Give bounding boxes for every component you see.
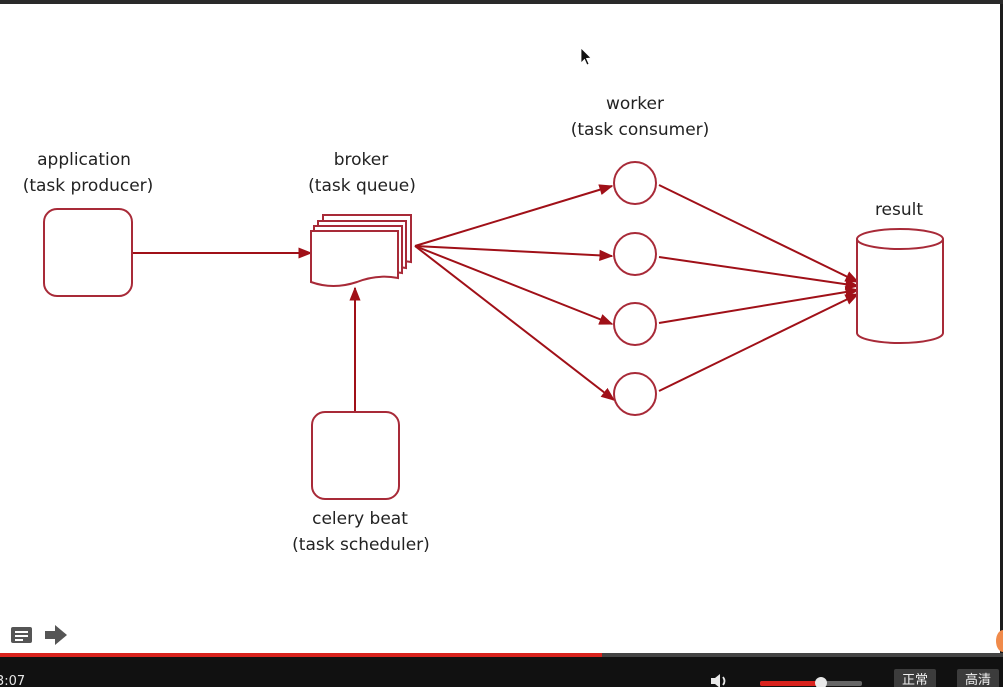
edges	[132, 184, 860, 412]
worker-sublabel: (task consumer)	[571, 120, 710, 140]
result-cylinder-top	[856, 228, 944, 250]
edge-broker-to-worker-3	[414, 245, 614, 325]
volume-icon[interactable]	[710, 673, 730, 687]
arrow-right-icon[interactable]	[44, 624, 68, 646]
edge-broker-to-worker-1	[414, 184, 614, 247]
worker-label: worker	[606, 94, 664, 114]
broker-label: broker	[334, 150, 389, 170]
application-sublabel: (task producer)	[23, 176, 154, 196]
edge-worker-2-to-result	[658, 256, 860, 290]
cursor-icon	[580, 47, 592, 66]
edge-worker-3-to-result	[658, 286, 860, 324]
edge-broker-to-worker-2	[414, 245, 614, 261]
broker-node: broker (task queue)	[308, 150, 416, 287]
result-label: result	[875, 200, 923, 220]
celery-architecture-diagram: application (task producer) broker (task…	[23, 47, 944, 555]
worker-circle-1	[613, 161, 657, 205]
edge-broker-to-worker-4	[414, 245, 616, 401]
worker-nodes: worker (task consumer)	[571, 94, 710, 416]
right-border	[1000, 4, 1003, 654]
result-node: result	[856, 200, 944, 344]
volume-fill	[760, 681, 822, 686]
edge-worker-1-to-result	[658, 184, 860, 283]
progress-track[interactable]	[0, 653, 1003, 657]
top-border	[0, 0, 1003, 4]
celery-beat-box	[311, 411, 400, 500]
worker-circle-4	[613, 372, 657, 416]
celery-beat-node: celery beat (task scheduler)	[292, 411, 430, 555]
worker-circle-2	[613, 232, 657, 276]
result-cylinder-body	[856, 239, 944, 344]
celery-beat-label: celery beat	[312, 509, 408, 529]
playback-speed-button[interactable]: 正常	[894, 669, 937, 687]
notes-icon[interactable]	[10, 624, 34, 646]
quality-button[interactable]: 高清	[957, 669, 1000, 687]
worker-circle-3	[613, 302, 657, 346]
current-time: 3:07	[0, 674, 26, 687]
volume-slider[interactable]	[760, 677, 862, 687]
edge-worker-4-to-result	[658, 293, 860, 392]
application-node: application (task producer)	[23, 150, 154, 297]
application-box	[43, 208, 133, 297]
orange-badge	[996, 630, 1003, 652]
application-label: application	[37, 150, 131, 170]
video-player-bar: 3:07 正常 高清	[0, 653, 1003, 687]
broker-sublabel: (task queue)	[308, 176, 416, 196]
volume-knob[interactable]	[815, 677, 828, 687]
broker-doc-front	[310, 230, 399, 287]
celery-beat-sublabel: (task scheduler)	[292, 535, 430, 555]
progress-fill	[0, 653, 602, 657]
slide-controls	[10, 624, 68, 646]
